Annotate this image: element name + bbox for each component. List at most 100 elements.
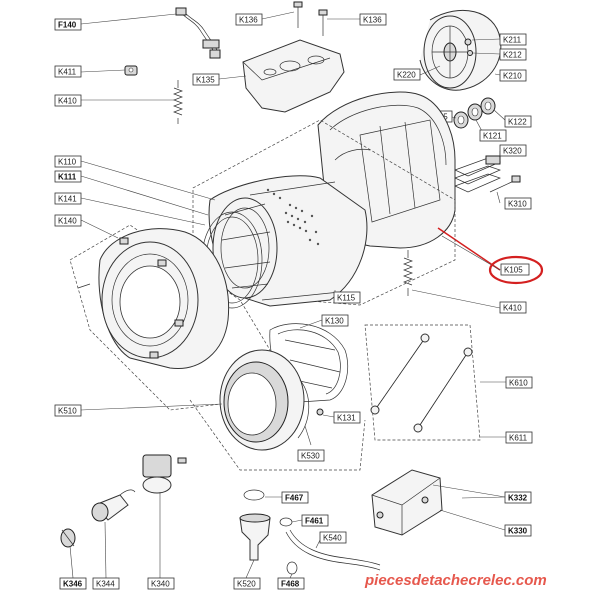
top-weight-k135 — [242, 39, 345, 113]
lead-k125 — [451, 116, 457, 119]
door-gasket-k510 — [219, 349, 310, 451]
label-f467: F467 — [285, 494, 304, 503]
label-k121: K121 — [483, 132, 502, 141]
label-k130: K130 — [325, 317, 344, 326]
label-k530: K530 — [301, 452, 320, 461]
lead-k410-lower — [411, 289, 501, 309]
label-box-k346 — [59, 577, 87, 590]
drain-hose-k520 — [239, 513, 271, 561]
label-box-k131 — [333, 411, 361, 424]
lead-f461 — [291, 519, 303, 523]
lead-k135 — [218, 75, 247, 80]
lead-k540 — [315, 539, 321, 549]
label-box-k115 — [333, 291, 361, 304]
screw-k131 — [316, 408, 324, 416]
label-k611: K611 — [509, 434, 528, 443]
lead-k110 — [80, 160, 216, 201]
label-box-k610 — [505, 376, 533, 389]
label-k210: K210 — [503, 72, 522, 81]
lead-k122 — [493, 109, 506, 121]
label-box-k122 — [504, 115, 532, 128]
lead-k332-a — [432, 484, 506, 498]
lead-k210 — [494, 73, 501, 76]
label-k131: K131 — [337, 414, 356, 423]
label-f140: F140 — [58, 21, 77, 30]
label-k122: K122 — [508, 118, 527, 127]
label-box-k410-top — [54, 94, 82, 107]
filter-cap-k346 — [60, 528, 76, 548]
damper-k610-right — [413, 347, 473, 433]
label-k330: K330 — [508, 527, 528, 536]
hose-k540 — [285, 529, 381, 571]
label-k520: K520 — [237, 580, 256, 589]
lead-k141 — [80, 197, 206, 226]
label-k220: K220 — [397, 71, 416, 80]
clip-k411 — [124, 65, 138, 76]
drain-pump-k340 — [142, 454, 187, 494]
label-box-f467 — [281, 491, 309, 504]
lead-k310 — [496, 191, 501, 204]
label-k344: K344 — [96, 580, 115, 589]
bearing-k125 — [453, 111, 469, 129]
front-tub-k140 — [98, 228, 230, 369]
label-k410-top: K410 — [58, 97, 77, 106]
damper-k610-left — [370, 333, 430, 415]
label-k211: K211 — [503, 36, 522, 45]
label-box-k212 — [499, 48, 527, 61]
clamp-f468 — [286, 561, 298, 575]
screw-k136-left — [293, 1, 303, 28]
nut-k211 — [464, 38, 472, 46]
label-box-k135 — [192, 73, 220, 86]
label-box-k121 — [479, 129, 507, 142]
lead-k111 — [80, 175, 209, 216]
lead-k140 — [80, 219, 119, 239]
label-box-k344 — [92, 577, 120, 590]
lead-k136-left — [261, 11, 295, 20]
label-box-k520 — [233, 577, 261, 590]
lead-k332-b — [461, 496, 506, 499]
label-box-k220 — [393, 68, 421, 81]
label-box-k411 — [54, 65, 82, 78]
label-box-k332 — [504, 491, 532, 504]
clamp-f461 — [279, 517, 293, 527]
label-box-k136-left — [235, 13, 263, 26]
wire-harness-f140 — [175, 7, 221, 59]
label-f468: F468 — [281, 580, 300, 589]
lead-k510 — [80, 403, 223, 411]
label-k135: K135 — [196, 76, 215, 85]
label-box-k510 — [54, 404, 82, 417]
label-box-k611 — [505, 431, 533, 444]
label-box-k105 — [500, 263, 530, 276]
label-k141: K141 — [58, 195, 77, 204]
label-k136-right: K136 — [363, 16, 382, 25]
label-k346: K346 — [63, 580, 83, 589]
lead-k530 — [304, 425, 312, 446]
label-k320: K320 — [503, 147, 522, 156]
label-k140: K140 — [58, 217, 77, 226]
label-k111: K111 — [58, 173, 77, 182]
label-box-k320 — [499, 144, 527, 157]
dashed-outline-dampers — [364, 324, 481, 441]
label-k410-lower: K410 — [503, 304, 522, 313]
clamp-f467 — [243, 489, 265, 501]
bearing-k121 — [467, 103, 483, 121]
lead-k211 — [471, 38, 501, 41]
screw-front-left — [77, 283, 91, 289]
label-k310: K310 — [508, 200, 527, 209]
dashed-outline-bottom — [189, 399, 366, 471]
spring-k410-top — [173, 80, 183, 124]
highlight-circle-k105 — [488, 255, 544, 285]
label-k510: K510 — [58, 407, 77, 416]
lead-k344 — [104, 521, 107, 579]
label-box-k130 — [321, 314, 349, 327]
lead-f140 — [80, 13, 177, 25]
watermark-text: piecesdetachecrelec.com — [364, 572, 547, 589]
label-box-k540 — [319, 531, 347, 544]
label-k332: K332 — [508, 494, 528, 503]
bolt-k212 — [467, 50, 473, 56]
highlight-lead-k105 — [437, 227, 501, 271]
label-box-k310 — [504, 197, 532, 210]
seal-k122 — [480, 97, 496, 115]
